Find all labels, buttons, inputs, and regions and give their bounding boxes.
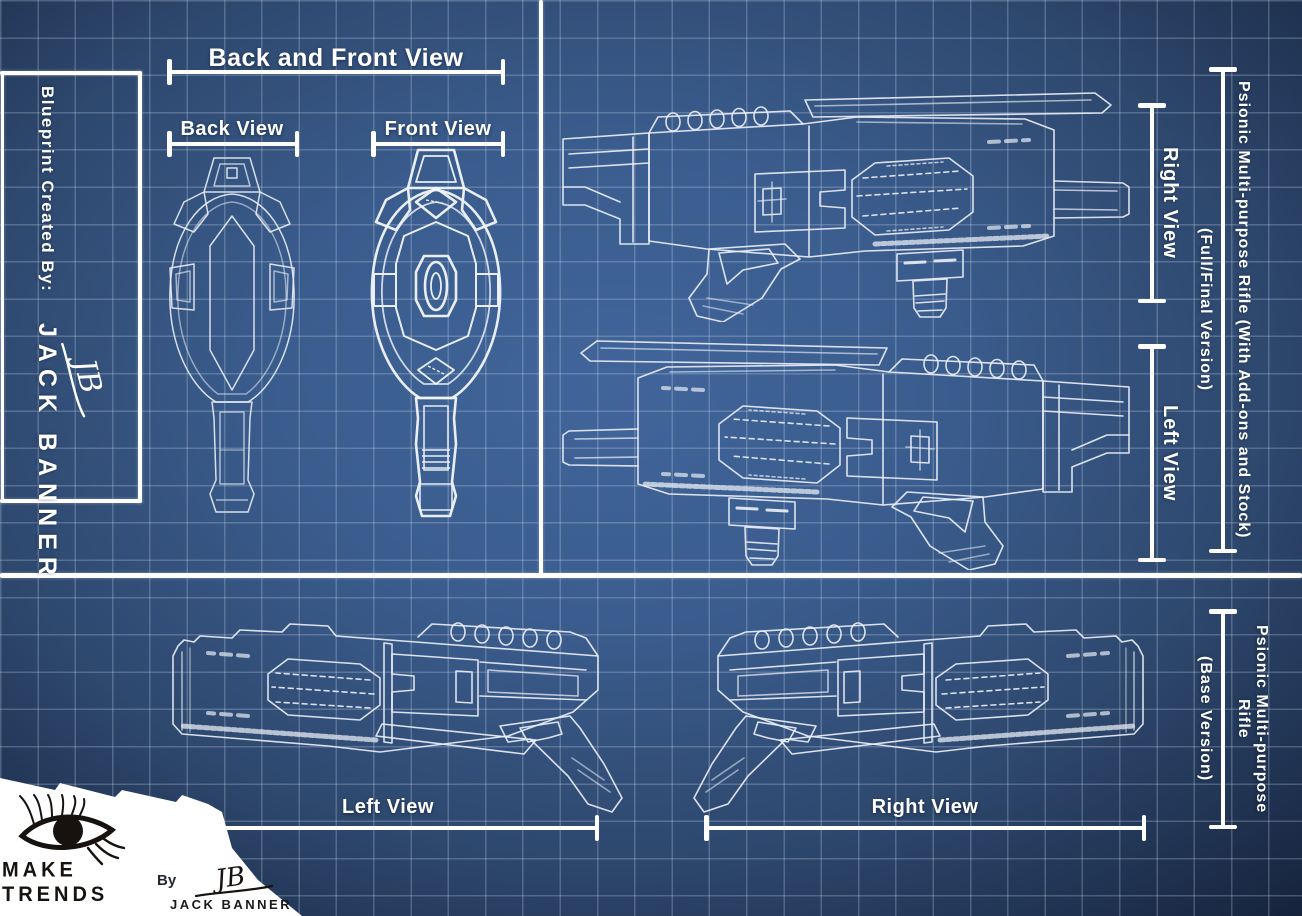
sidebar-box-top: [0, 71, 142, 75]
bracket-full-version: [1209, 67, 1237, 553]
rifle-left-view-full-drawing: [553, 334, 1135, 570]
brand-author: JACK BANNER: [170, 897, 293, 912]
front-view-label: Front View: [384, 118, 492, 140]
back-front-title: Back and Front View: [208, 44, 464, 72]
right-view-label: Right View: [1159, 147, 1181, 259]
base-left-view-label: Left View: [342, 796, 434, 818]
base-right-view-label: Right View: [871, 796, 979, 818]
brand-ribbon: [0, 778, 302, 916]
sidebar-box-bottom: [0, 499, 142, 503]
front-view-drawing: [370, 148, 502, 518]
horizontal-divider: [0, 573, 1302, 578]
credit-label: Blueprint Created By:: [38, 86, 57, 293]
base-version-subtitle: (Base Version): [1197, 656, 1214, 782]
bracket-back-front: [167, 59, 505, 85]
credit-block: Blueprint Created By: JACK BANNER: [32, 86, 61, 582]
sidebar-box-right: [138, 71, 142, 503]
bracket-right-view: [1138, 103, 1166, 303]
base-version-name: Psionic Multi-purpose Rifle: [1235, 624, 1270, 814]
vertical-divider: [539, 0, 543, 577]
back-view-label: Back View: [180, 118, 284, 140]
brand-name: MAKE TRENDS: [2, 858, 109, 907]
credit-author: JACK BANNER: [33, 322, 61, 582]
rifle-right-view-base-drawing: [688, 612, 1150, 820]
brand-jb-signature: JB: [192, 856, 276, 904]
eye-logo-icon: [18, 794, 126, 866]
bracket-base-version: [1209, 609, 1237, 829]
back-view-drawing: [169, 157, 295, 513]
brand-by-label: By: [157, 872, 177, 889]
jb-signature: JB: [50, 333, 118, 423]
sidebar-box-left: [1, 71, 4, 503]
bracket-base-right-view: [704, 815, 1146, 841]
bracket-back-view: [167, 131, 299, 157]
full-version-name: Psionic Multi-purpose Rifle (With Add-on…: [1235, 81, 1252, 539]
bracket-left-view: [1138, 344, 1166, 562]
rifle-right-view-full-drawing: [557, 86, 1139, 322]
jb-signature-text: JB: [65, 350, 109, 397]
bracket-front-view: [371, 131, 505, 157]
full-version-subtitle: (Full/Final Version): [1197, 228, 1214, 392]
left-view-label: Left View: [1159, 404, 1181, 502]
